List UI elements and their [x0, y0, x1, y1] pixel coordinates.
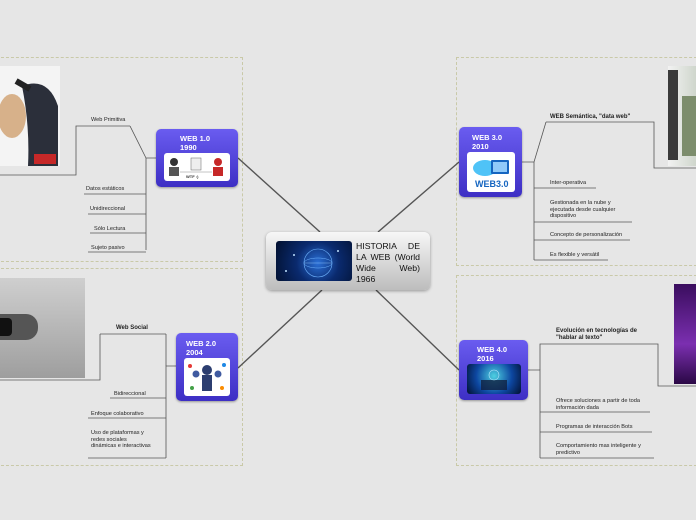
web20-item[interactable]: Web Social: [116, 325, 148, 331]
web30-node[interactable]: WEB 3.0 2010 WEB3.0: [459, 127, 522, 197]
office-photo: [668, 66, 696, 166]
web20-image: [184, 358, 230, 396]
branch-web30: [522, 161, 535, 260]
web40-item[interactable]: Ofrece soluciones a partir de toda infor…: [556, 398, 640, 411]
web20-item[interactable]: Bidireccional: [114, 391, 146, 397]
web40-item[interactable]: Programas de interacción Bots: [556, 424, 633, 430]
web30-title: WEB 3.0 2010: [472, 133, 503, 151]
web10-item[interactable]: Datos estáticos: [86, 186, 125, 192]
web40-image: [467, 364, 521, 394]
purple-tech-image: [674, 284, 696, 384]
web30-item[interactable]: Gestionada en la nube y ejecutada desde …: [550, 200, 616, 219]
connector-web10: [237, 157, 321, 233]
connector-web40: [375, 289, 460, 371]
device-image: [0, 278, 85, 378]
web30-item[interactable]: Es flexible y versátil: [550, 252, 600, 258]
web10-item[interactable]: Sólo Lectura: [94, 226, 126, 232]
web10-image-caption: WTF :): [186, 174, 199, 179]
web30-item[interactable]: Inter-operativa: [550, 180, 587, 186]
central-topic[interactable]: HISTORIA DE LA WEB (World Wide Web) 1966: [266, 232, 430, 290]
connector-web20: [237, 289, 323, 369]
web40-item[interactable]: Comportamiento mas inteligente y predict…: [556, 443, 641, 456]
web20-node[interactable]: WEB 2.0 2004: [176, 333, 238, 401]
web30-frame: [456, 57, 696, 266]
web30-image-caption: WEB3.0: [475, 179, 509, 189]
branch-web20: [165, 365, 176, 458]
branch-web40: [528, 369, 541, 458]
globe-network-image: [276, 241, 352, 281]
web10-item[interactable]: Sujeto pasivo: [91, 245, 125, 251]
web20-title: WEB 2.0 2004: [186, 339, 217, 357]
web10-item[interactable]: Web Primitiva: [91, 117, 126, 123]
web20-item[interactable]: Uso de plataformas y redes sociales diná…: [91, 430, 151, 449]
web40-frame: [456, 275, 696, 466]
central-title: HISTORIA DE LA WEB (World Wide Web) 1966: [356, 241, 420, 284]
web40-node[interactable]: WEB 4.0 2016: [459, 340, 528, 400]
web10-image: WTF :): [164, 153, 230, 181]
web30-image: WEB3.0: [467, 152, 515, 192]
web20-frame: [0, 268, 243, 466]
connector-web30: [377, 161, 460, 233]
web30-item[interactable]: Concepto de personalización: [550, 232, 623, 238]
web10-node[interactable]: WEB 1.0 1990 WTF :): [156, 129, 238, 187]
whiteboard-hand-image: [0, 66, 60, 166]
web40-title: WEB 4.0 2016: [477, 345, 508, 363]
web10-frame: [0, 57, 243, 262]
web10-item[interactable]: Unidireccional: [90, 206, 126, 212]
web10-title: WEB 1.0 1990: [180, 134, 211, 152]
web20-item[interactable]: Enfoque colaborativo: [91, 411, 144, 417]
web40-item[interactable]: Evolución en tecnologías de "hablar al t…: [556, 328, 638, 341]
web30-item[interactable]: WEB Semántica, "data web": [550, 114, 631, 120]
